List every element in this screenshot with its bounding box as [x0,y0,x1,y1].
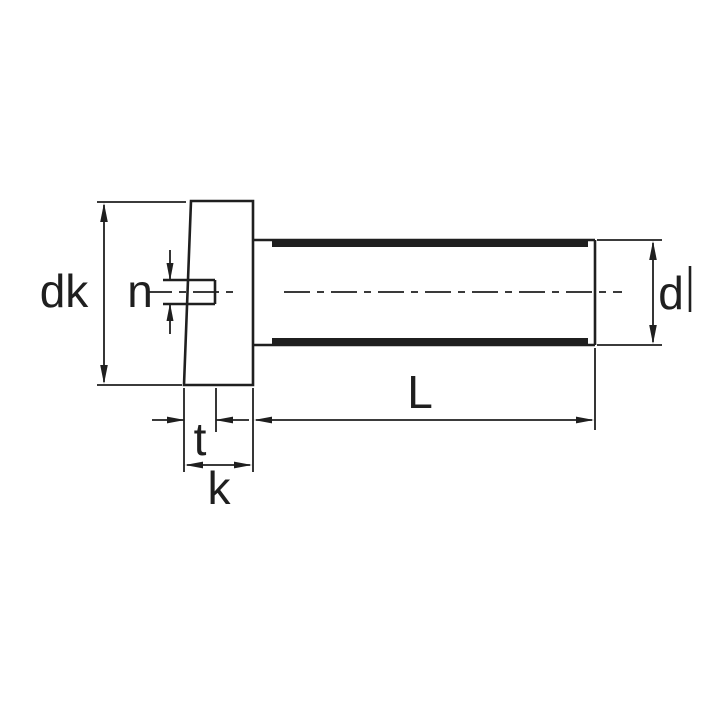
dim-t: t [152,388,249,472]
dim-L: L [252,348,596,472]
dim-label-L: L [407,366,433,418]
L-arrow-right [576,416,594,424]
dim-label-d: d [658,267,684,319]
dk-arrow-top [100,203,108,222]
d-arrow-top [649,241,657,260]
dim-n: n [127,250,174,334]
dim-k: k [185,461,252,514]
d-arrow-bottom [649,325,657,344]
thread-band-top [272,240,588,247]
dim-label-dk: dk [40,265,90,317]
t-arrow-right [215,416,233,424]
dim-dk: dk [40,201,186,386]
dk-arrow-bottom [100,365,108,384]
screw-head [182,199,255,387]
dim-label-k: k [208,462,232,514]
n-arrow-bottom [166,303,174,321]
k-arrow-left [185,461,203,469]
L-arrow-left [254,416,272,424]
thread-band-bottom [272,338,588,345]
dim-d: d [597,239,692,346]
n-arrow-top [166,263,174,281]
dim-label-n: n [127,265,153,317]
t-arrow-left [167,416,185,424]
screw-outline [163,199,597,387]
k-arrow-right [234,461,252,469]
dim-label-t: t [194,413,207,465]
